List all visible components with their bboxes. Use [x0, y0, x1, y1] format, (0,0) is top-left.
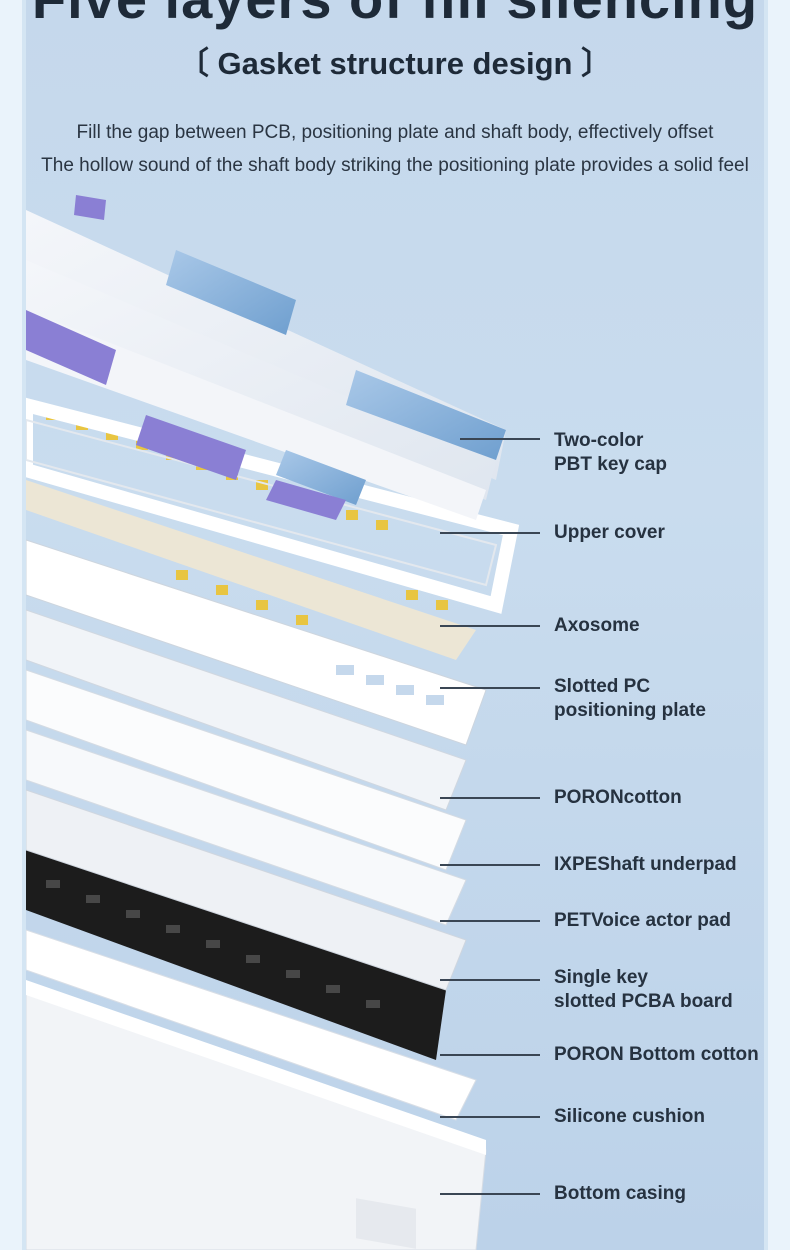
label-poron-bottom: PORON Bottom cotton: [554, 1044, 759, 1065]
label-silicone: Silicone cushion: [554, 1106, 705, 1127]
silicone-cushion-layer: [26, 929, 477, 1121]
label-ixpe: IXPEShaft underpad: [554, 854, 737, 875]
leader-poron-cotton: [440, 797, 540, 799]
description-line-1: Fill the gap between PCB, positioning pl…: [76, 122, 714, 143]
keycap-layer: [26, 195, 506, 520]
leader-silicone: [440, 1116, 540, 1118]
description-line-2: The hollow sound of the shaft body strik…: [41, 155, 749, 176]
poron-bottom-cotton-layer: [26, 845, 446, 1060]
leader-keycap: [460, 438, 540, 440]
pet-pad-layer: [26, 729, 467, 926]
leader-pet: [440, 920, 540, 922]
leader-poron-bottom: [440, 1054, 540, 1056]
exploded-keyboard-illustration: [26, 195, 520, 1250]
leader-pc-plate: [440, 687, 540, 689]
label-poron-cotton: PORONcotton: [554, 787, 682, 808]
label-pet: PETVoice actor pad: [554, 910, 732, 931]
leader-upper-cover: [440, 532, 540, 534]
label-axosome: Axosome: [554, 615, 640, 636]
label-bottom-casing: Bottom casing: [554, 1183, 686, 1204]
leader-pcba: [440, 979, 540, 981]
pcba-board-layer: [26, 789, 467, 991]
pc-plate-layer: [26, 539, 487, 746]
leader-ixpe: [440, 864, 540, 866]
label-upper-cover: Upper cover: [554, 522, 665, 543]
page-title: Five layers of fill silencing: [0, 0, 790, 31]
leader-bottom-casing: [440, 1193, 540, 1195]
ixpe-pad-layer: [26, 669, 467, 871]
bottom-casing-layer: [26, 980, 487, 1250]
poron-cotton-layer: [26, 609, 467, 811]
leader-axosome: [440, 625, 540, 627]
page-subtitle: 〔 Gasket structure design 〕: [177, 46, 613, 81]
